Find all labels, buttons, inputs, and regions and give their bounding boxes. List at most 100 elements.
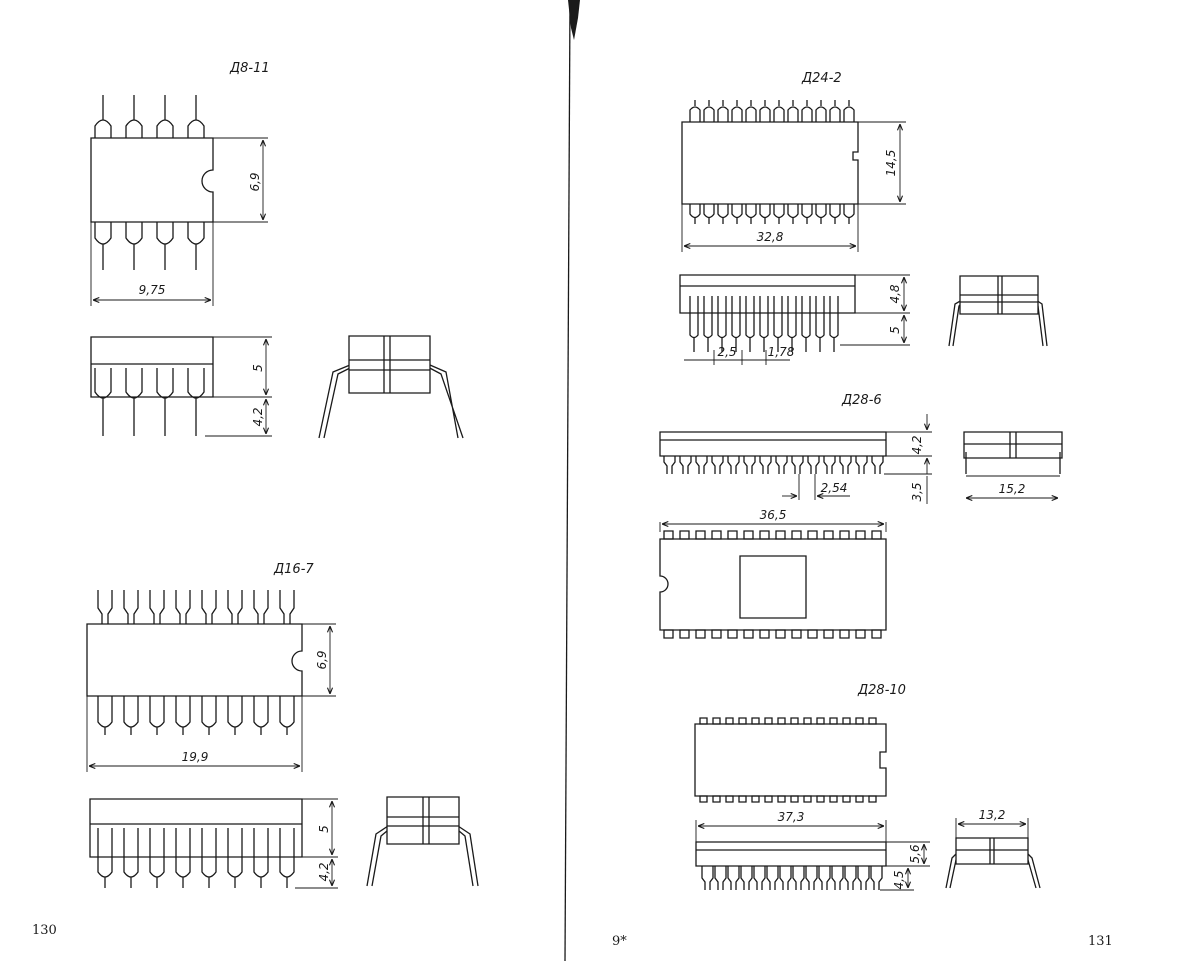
dimension-label: 6,9 <box>248 172 262 191</box>
die-window <box>740 556 806 618</box>
dimension-pin-pitch: 2,54 <box>782 474 850 500</box>
side-pins <box>95 368 204 436</box>
end-view: 15,2 <box>964 432 1062 498</box>
top-pins-lower <box>700 796 876 802</box>
top-view: 36,5 <box>660 508 886 638</box>
page-number: 131 <box>1088 934 1113 949</box>
book-spine <box>565 0 580 961</box>
top-pins-upper <box>95 95 204 138</box>
package-body <box>87 624 302 696</box>
dimension-length: 36,5 <box>660 508 886 532</box>
dimension-length: 32,8 <box>682 204 858 252</box>
side-view: 4,2 3,5 2,54 <box>660 414 932 504</box>
top-pins-lower <box>98 696 294 735</box>
dimension-side-height: 4,2 <box>886 414 932 474</box>
top-view: 6,9 9,75 <box>91 95 268 306</box>
side-pins <box>702 866 882 890</box>
package-d28-6: Д28-6 <box>660 393 1062 638</box>
dimension-label: 9,75 <box>139 283 166 297</box>
top-pins-upper <box>690 100 854 122</box>
dimension-label: 1,78 <box>768 345 795 359</box>
top-view: 14,5 32,8 <box>682 100 906 252</box>
top-pins-upper <box>700 718 876 724</box>
package-body <box>682 122 858 204</box>
package-d16-7: Д16-7 <box>87 562 478 888</box>
package-d8-11: Д8-11 <box>91 61 463 438</box>
dimension-label: 5 <box>251 364 265 372</box>
left-page: Д8-11 <box>32 61 478 938</box>
dimension-label: 32,8 <box>757 230 784 244</box>
dimension-label: 5 <box>317 825 331 833</box>
dimension-label: 14,5 <box>884 150 898 177</box>
package-title: Д16-7 <box>273 562 314 577</box>
package-body <box>660 539 886 630</box>
dimension-side-height: 5 <box>302 799 338 857</box>
end-view: 13,2 <box>946 808 1040 888</box>
side-view: 5 4,2 <box>90 799 338 888</box>
dimension-label: 6,9 <box>315 650 329 669</box>
page-number: 130 <box>32 923 57 938</box>
signature-mark: 9* <box>612 934 627 949</box>
dimension-label: 2,54 <box>821 481 848 495</box>
dimension-pin-length: 4,2 <box>205 399 272 436</box>
dimension-label: 4,2 <box>251 407 265 426</box>
dimension-label: 5,6 <box>908 844 922 863</box>
dimension-width: 19,9 <box>87 696 302 772</box>
package-body <box>91 138 213 222</box>
package-title: Д28-6 <box>841 393 882 408</box>
side-pins <box>98 828 294 888</box>
dimension-label: 15,2 <box>999 482 1026 496</box>
package-title: Д28-10 <box>857 683 906 698</box>
package-d24-2: Д24-2 <box>680 71 1047 365</box>
side-pins <box>664 456 883 474</box>
dimension-label: 4,2 <box>317 862 331 881</box>
end-view <box>367 797 478 886</box>
dimension-pin-pitch: 2,5 1,78 <box>684 345 795 365</box>
package-body <box>90 799 302 857</box>
dimension-height: 6,9 <box>213 138 268 222</box>
end-view <box>319 336 463 438</box>
top-view <box>695 718 886 802</box>
package-body <box>696 842 886 866</box>
package-d28-10: Д28-10 <box>695 683 1040 890</box>
package-body <box>695 724 886 796</box>
dimension-side-height: 5,6 <box>886 842 930 866</box>
dimension-label: 5 <box>888 326 902 334</box>
side-view: 4,8 5 2,5 1,78 <box>680 275 910 365</box>
dimension-width: 9,75 <box>91 222 213 306</box>
dimension-label: 3,5 <box>910 482 924 501</box>
package-title: Д8-11 <box>229 61 270 76</box>
top-view: 6,9 19,9 <box>87 590 336 772</box>
side-view: 37,3 <box>696 810 930 890</box>
dimension-label: 4,8 <box>888 284 902 303</box>
dimension-pin-length: 5 <box>840 315 910 345</box>
dimension-label: 4,2 <box>910 435 924 454</box>
dimension-height: 6,9 <box>302 624 336 696</box>
package-body <box>91 337 213 397</box>
dimension-side-height: 4,8 <box>855 275 910 313</box>
dimension-label: 2,5 <box>717 345 736 359</box>
dimension-label: 37,3 <box>778 810 805 824</box>
dimension-width: 15,2 <box>966 476 1060 498</box>
top-pins-lower <box>95 222 204 270</box>
dimension-height: 14,5 <box>858 122 906 204</box>
dimension-pin-length: 3,5 <box>884 474 932 504</box>
dimension-label: 36,5 <box>760 508 787 522</box>
top-pins-upper <box>664 531 881 539</box>
dimension-side-height: 5 <box>213 337 272 397</box>
package-body <box>660 432 886 456</box>
right-page: Д24-2 <box>612 71 1113 949</box>
end-view <box>949 276 1047 346</box>
top-pins-upper <box>98 590 294 624</box>
dimension-label: 19,9 <box>182 750 209 764</box>
dimension-length: 37,3 <box>696 810 886 842</box>
side-pins <box>690 296 838 352</box>
side-view: 5 4,2 <box>91 337 272 436</box>
dimension-width: 13,2 <box>956 808 1028 840</box>
top-pins-lower <box>664 630 881 638</box>
top-pins-lower <box>690 204 854 224</box>
package-title: Д24-2 <box>801 71 842 86</box>
dimension-label: 4,5 <box>892 870 906 889</box>
dimension-pin-length: 4,5 <box>880 868 914 890</box>
